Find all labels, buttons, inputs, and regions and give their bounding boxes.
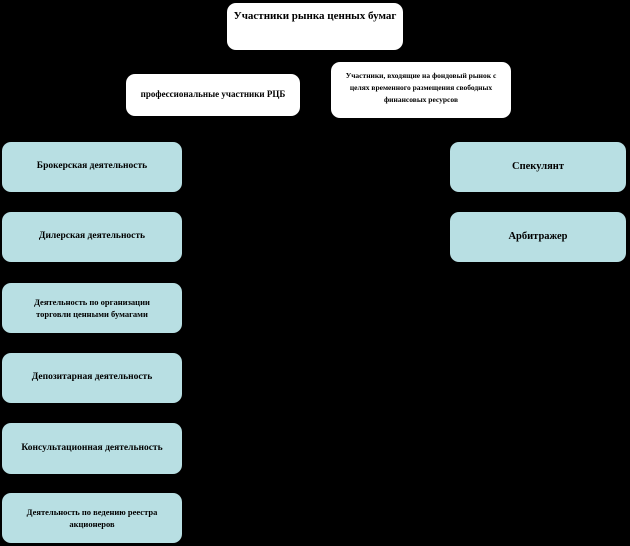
node-shareholder-registry-activity: Деятельность по ведению реестра акционер… xyxy=(2,493,182,543)
node-arbitrageur: Арбитражер xyxy=(450,212,626,262)
node-trade-organization-activity-label: Деятельность по организации торговли цен… xyxy=(34,296,150,319)
node-shareholder-registry-activity-label: Деятельность по ведению реестра акционер… xyxy=(26,506,158,529)
node-arbitrageur-label: Арбитражер xyxy=(508,231,568,243)
node-broker-activity: Брокерская деятельность xyxy=(2,142,182,192)
node-depository-activity: Депозитарная деятельность xyxy=(2,353,182,403)
node-professional-participants-label: профессиональные участники РЦБ xyxy=(140,89,286,100)
node-consulting-activity-label: Консультационная деятельность xyxy=(21,442,163,453)
node-dealer-activity: Дилерская деятельность xyxy=(2,212,182,262)
node-trade-organization-activity: Деятельность по организации торговли цен… xyxy=(2,283,182,333)
node-broker-activity-label: Брокерская деятельность xyxy=(36,161,148,172)
node-consulting-activity: Консультационная деятельность xyxy=(2,423,182,474)
node-root-label: Участники рынка ценных бумаг xyxy=(233,10,397,22)
node-root: Участники рынка ценных бумаг xyxy=(227,3,403,50)
node-dealer-activity-label: Дилерская деятельность xyxy=(38,231,146,242)
node-depository-activity-label: Депозитарная деятельность xyxy=(31,372,153,383)
node-speculator-label: Спекулянт xyxy=(512,161,564,173)
node-temporary-placement-participants: Участники, входящие на фондовый рынок с … xyxy=(331,62,511,118)
node-professional-participants: профессиональные участники РЦБ xyxy=(126,74,300,116)
node-speculator: Спекулянт xyxy=(450,142,626,192)
node-temporary-placement-participants-label: Участники, входящие на фондовый рынок с … xyxy=(345,71,497,104)
